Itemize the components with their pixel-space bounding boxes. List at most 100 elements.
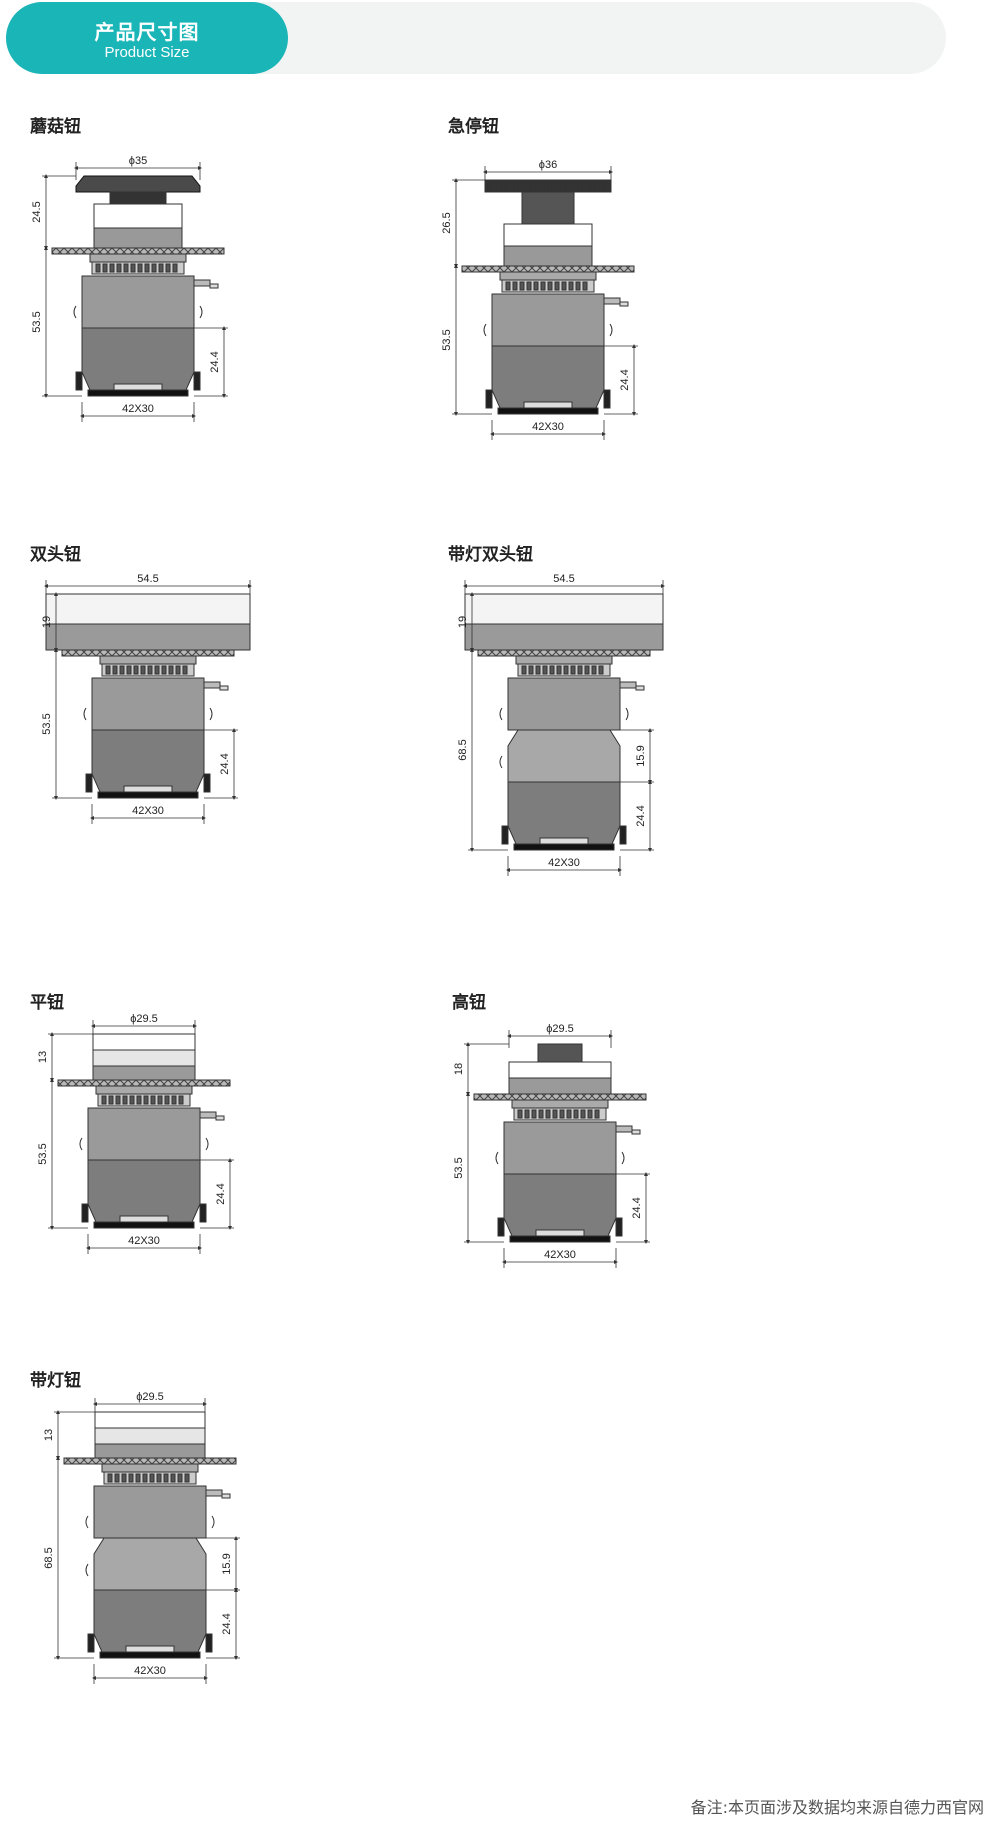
diagram-0-base	[87, 389, 189, 397]
diagram-5-ring-tooth	[559, 1109, 565, 1119]
diagram-4-ring-tooth	[150, 1095, 156, 1105]
diagram-0-ring-tooth	[172, 263, 178, 273]
diagram-0-foot-right	[193, 371, 201, 391]
diagram-1-dim-top-label: ϕ36	[539, 159, 557, 171]
diagram-6-ring-tooth	[156, 1473, 162, 1483]
diagram-0-ring-tooth	[158, 263, 164, 273]
diagram-1-ring-tooth	[561, 281, 567, 291]
diagram-2-ring-tooth	[154, 665, 160, 675]
diagram-2-ring-tooth	[147, 665, 153, 675]
diagram-2-ring-tooth	[133, 665, 139, 675]
diagram-4-head-top	[92, 1033, 196, 1051]
diagram-0-label-plate	[113, 383, 163, 391]
diagram-0-stem	[109, 191, 167, 205]
diagram-1-ring-tooth	[533, 281, 539, 291]
diagram-1-ring-tooth	[554, 281, 560, 291]
diagram-5-foot-right	[615, 1217, 623, 1237]
diagram-0-ring-tooth	[165, 263, 171, 273]
diagram-3-lamp-clip	[499, 755, 503, 769]
diagram-title-extended: 高钮	[452, 993, 486, 1013]
diagram-4-dim-top-label: ϕ29.5	[130, 1013, 158, 1025]
diagram-3-contact-block	[507, 781, 621, 845]
diagram-1-ring-tooth	[575, 281, 581, 291]
diagram-3-panel-plate	[477, 649, 651, 657]
diagram-3-ring-tooth	[549, 665, 555, 675]
diagram-5-foot-left	[497, 1217, 505, 1237]
diagram-0-dim-base-label: 42X30	[122, 403, 154, 415]
header-title-en: Product Size	[104, 44, 190, 61]
diagram-5-dim-head-label: 18	[453, 1063, 465, 1075]
diagram-6-upper-block	[93, 1485, 207, 1539]
diagram-0-dim-head-label: 24.5	[31, 201, 43, 222]
diagram-0-dim-contact-label: 24.4	[209, 351, 221, 372]
diagram-5-ring-tooth	[552, 1109, 558, 1119]
diagram-title-mushroom: 蘑菇钮	[30, 117, 81, 137]
diagram-1-ring-tooth	[505, 281, 511, 291]
diagram-1-stem	[521, 191, 575, 225]
diagram-4-terminal-tip	[215, 1115, 225, 1121]
diagram-1-label-plate	[523, 401, 573, 409]
header-pill: 产品尺寸图 Product Size	[6, 2, 288, 74]
diagram-5-ring-tooth	[580, 1109, 586, 1119]
diagram-4-panel-plate	[57, 1079, 231, 1087]
diagram-4-ring-tooth	[122, 1095, 128, 1105]
diagram-0-ring-tooth	[137, 263, 143, 273]
diagram-1-bezel-lower	[503, 245, 593, 267]
diagram-2-ring-tooth	[168, 665, 174, 675]
diagram-3-dim-head-label: 19	[457, 616, 469, 628]
diagram-4-ring-tooth	[136, 1095, 142, 1105]
diagram-5-dim-base-label: 42X30	[544, 1249, 576, 1261]
diagram-2-dim-contact-label: 24.4	[219, 753, 231, 774]
diagram-3-head-bottom	[464, 623, 664, 651]
diagram-2-base	[97, 791, 199, 799]
diagram-0-terminal-tip	[209, 283, 219, 289]
diagram-2-ring-tooth	[119, 665, 125, 675]
diagram-6-ring-tooth	[177, 1473, 183, 1483]
diagram-6-ring-tooth	[121, 1473, 127, 1483]
diagram-3-ring-tooth	[598, 665, 604, 675]
diagram-2-ring-tooth	[175, 665, 181, 675]
diagram-3-base	[513, 843, 615, 851]
diagram-2-dim-top-label: 54.5	[137, 573, 158, 585]
diagram-6-ring-tooth	[128, 1473, 134, 1483]
diagram-2-upper-block	[91, 677, 205, 731]
diagram-2-ring-tooth	[140, 665, 146, 675]
diagram-1-collar	[499, 271, 597, 281]
diagram-5-ring-tooth	[594, 1109, 600, 1119]
diagram-3-ring-tooth	[577, 665, 583, 675]
diagram-6-foot-left	[87, 1633, 95, 1653]
diagram-2-head-bottom	[45, 623, 251, 651]
diagram-6-base	[99, 1651, 201, 1659]
diagram-5-dim-contact-label: 24.4	[631, 1197, 643, 1218]
diagram-2-foot-left	[85, 773, 93, 793]
diagram-0-bezel	[93, 203, 183, 229]
diagram-4-ring-tooth	[101, 1095, 107, 1105]
diagram-1-ring-tooth	[547, 281, 553, 291]
diagram-6-dim-top-label: ϕ29.5	[136, 1391, 164, 1403]
diagram-5-terminal-tip	[631, 1129, 641, 1135]
diagram-2-dim-total-label: 53.5	[41, 713, 53, 734]
diagram-4-dim-contact-label: 24.4	[215, 1183, 227, 1204]
diagram-1-ring-tooth	[519, 281, 525, 291]
diagram-3-ring-tooth	[556, 665, 562, 675]
diagram-4-ring-tooth	[115, 1095, 121, 1105]
diagram-3-ring-tooth	[542, 665, 548, 675]
diagram-0-ring-tooth	[130, 263, 136, 273]
diagram-6-ring-tooth	[107, 1473, 113, 1483]
diagram-4-ring-tooth	[108, 1095, 114, 1105]
diagram-0-contact-block	[81, 327, 195, 391]
diagram-4-ring-tooth	[129, 1095, 135, 1105]
diagram-3-dim-top-label: 54.5	[553, 573, 574, 585]
diagram-5-ring-tooth	[545, 1109, 551, 1119]
diagram-3-ring-tooth	[528, 665, 534, 675]
diagram-5-cap	[537, 1043, 583, 1063]
diagram-0-terminal-top	[193, 279, 211, 287]
diagram-2-terminal-top	[203, 681, 221, 689]
diagram-4-clip-left	[79, 1137, 83, 1151]
diagram-4-foot-right	[199, 1203, 207, 1223]
diagram-1-dim-base-label: 42X30	[532, 421, 564, 433]
diagram-5-contact-block	[503, 1173, 617, 1237]
diagram-3-collar	[515, 655, 613, 665]
